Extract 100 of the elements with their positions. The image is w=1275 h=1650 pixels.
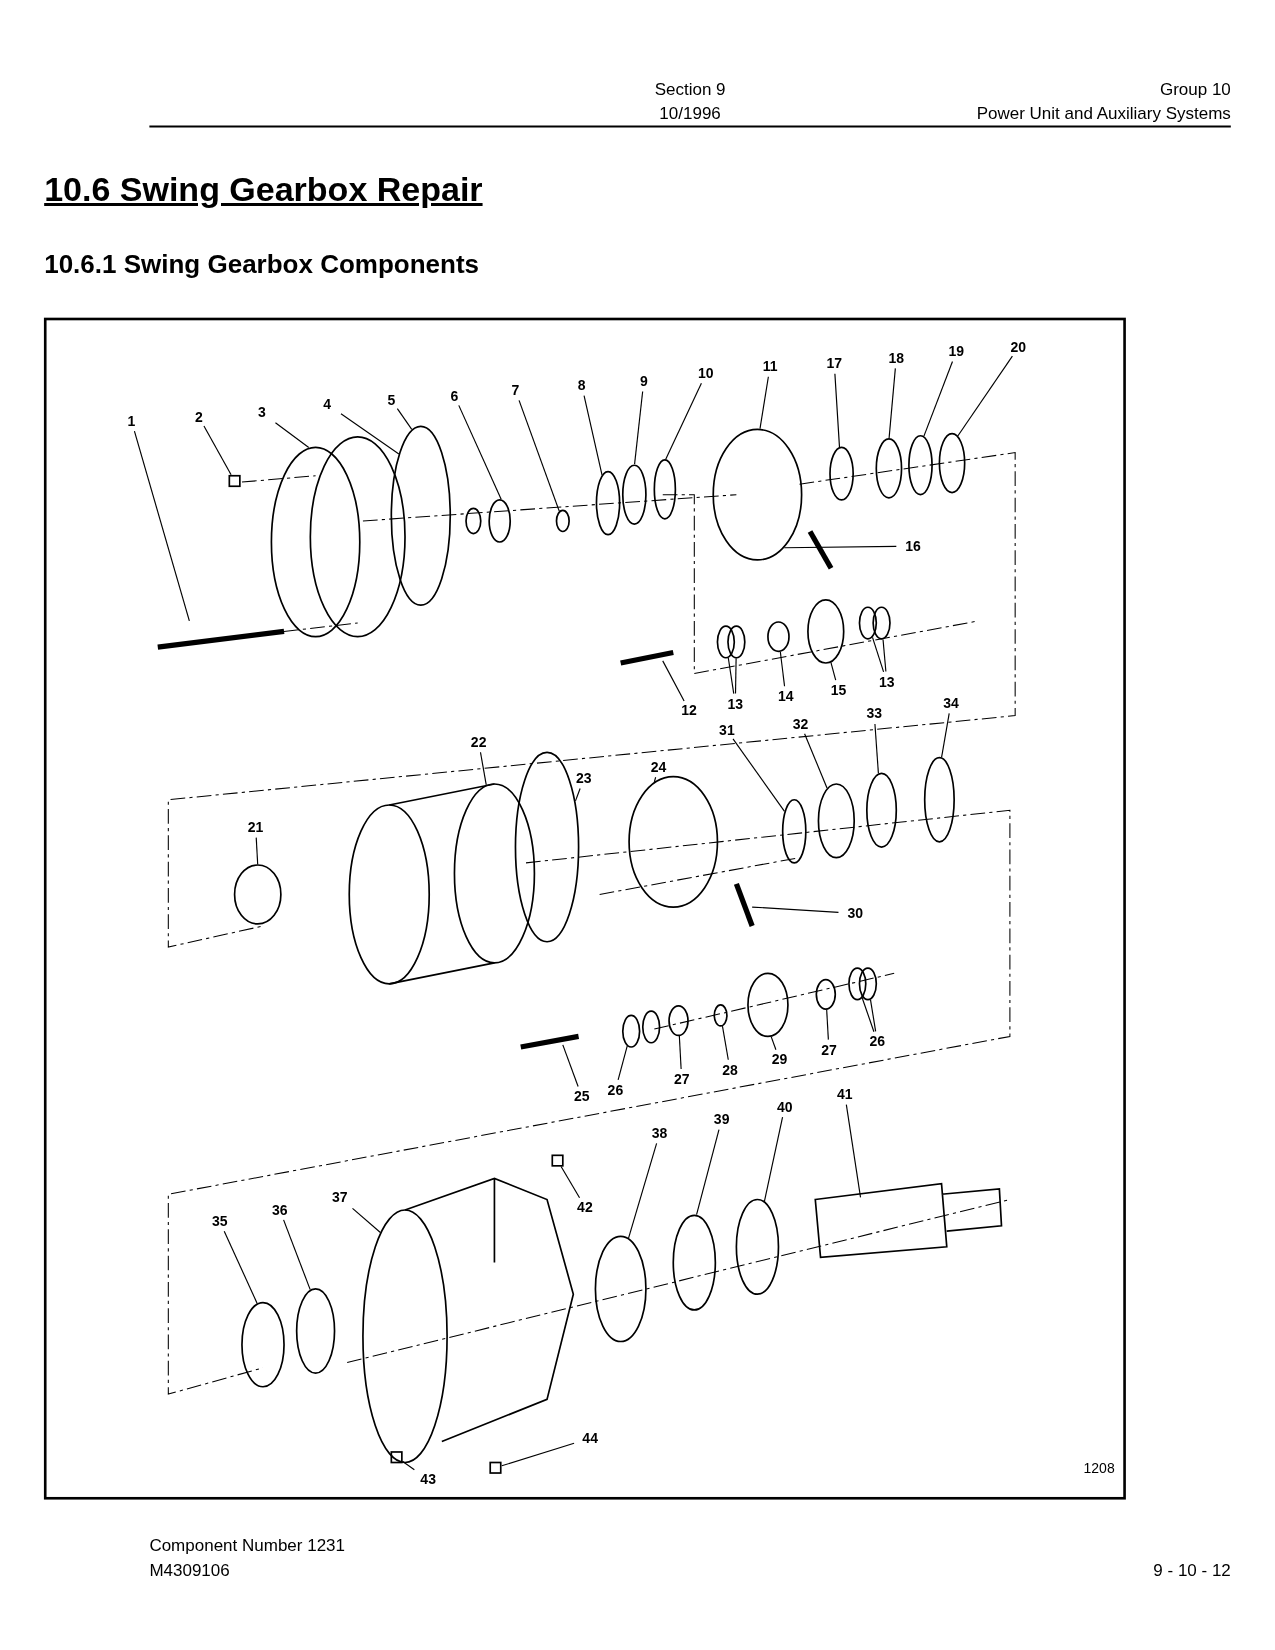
- leader-line: [759, 376, 769, 430]
- plug: [551, 1154, 564, 1167]
- callout-number: 32: [792, 715, 809, 732]
- leader-line: [574, 787, 581, 802]
- washer: [716, 625, 736, 659]
- callout-number: 22: [470, 733, 487, 750]
- page-title: 10.6 Swing Gearbox Repair: [44, 170, 483, 210]
- leader-line: [734, 657, 737, 695]
- leader-line: [871, 636, 885, 673]
- callout-number: 20: [1010, 339, 1027, 356]
- leader-line: [255, 837, 259, 865]
- section-heading: 10.6.1 Swing Gearbox Components: [44, 249, 480, 281]
- leader-line: [874, 723, 879, 774]
- plug: [390, 1451, 403, 1464]
- leader-line: [402, 1460, 415, 1471]
- leader-line: [501, 1442, 575, 1467]
- washer: [727, 625, 746, 659]
- leader-line: [627, 1142, 658, 1239]
- leader-line: [770, 1036, 777, 1051]
- leader-line: [804, 733, 828, 789]
- callout-number: 36: [272, 1201, 288, 1218]
- callout-number: 13: [727, 695, 744, 712]
- leader-line: [562, 1044, 579, 1088]
- callout-number: 14: [778, 688, 794, 705]
- leader-line: [783, 545, 897, 549]
- callout-number: 27: [673, 1071, 690, 1088]
- washer: [848, 967, 867, 1001]
- callout-number: 40: [777, 1098, 793, 1115]
- callout-number: 39: [713, 1111, 730, 1128]
- leader-line: [923, 360, 954, 437]
- callout-number: 3: [258, 404, 266, 421]
- callout-number: 34: [943, 694, 959, 711]
- callout-number: 43: [420, 1471, 436, 1488]
- callout-number: 12: [681, 702, 697, 719]
- callout-number: 28: [722, 1061, 738, 1078]
- page-number: 9 - 10 - 12: [1153, 1561, 1231, 1582]
- callout-number: 24: [650, 758, 667, 775]
- callout-number: 2: [194, 408, 203, 425]
- callout-number: 27: [821, 1041, 837, 1058]
- manual-number: M4309106: [149, 1561, 230, 1582]
- plug: [489, 1461, 502, 1474]
- leader-line: [888, 367, 896, 439]
- leader-line: [678, 1035, 682, 1070]
- callout-number: 11: [762, 358, 778, 375]
- roller-bearing: [668, 1005, 689, 1037]
- leader-line: [665, 382, 702, 460]
- leader-line: [634, 390, 644, 465]
- leader-line: [861, 997, 875, 1033]
- leader-line: [727, 657, 735, 695]
- callout-number: 21: [247, 818, 264, 835]
- callout-number: 31: [719, 722, 735, 739]
- callout-number: 7: [511, 382, 520, 399]
- figure-number: 1208: [1083, 1460, 1115, 1477]
- leader-line: [763, 1116, 784, 1202]
- group-name: Power Unit and Auxiliary Systems: [976, 104, 1231, 125]
- leader-line: [941, 712, 950, 758]
- leader-line: [283, 1219, 311, 1291]
- washer: [858, 606, 878, 640]
- callout-number: 44: [582, 1430, 598, 1447]
- leader-line: [396, 408, 413, 430]
- section-number: Section 9: [654, 79, 726, 100]
- callout-number: 42: [577, 1198, 593, 1215]
- callout-number: 1: [127, 412, 136, 429]
- leader-line: [340, 413, 400, 455]
- washer: [621, 1014, 641, 1048]
- callout-number: 9: [639, 372, 648, 389]
- component-number: Component Number 1231: [149, 1535, 345, 1556]
- callout-number: 26: [607, 1081, 624, 1098]
- washer: [713, 1004, 728, 1027]
- revision-date: 10/1996: [659, 104, 721, 125]
- leader-line: [834, 373, 841, 448]
- leader-line: [732, 738, 786, 812]
- leader-line: [274, 422, 310, 449]
- leader-line: [458, 404, 502, 500]
- callout-number: 8: [577, 377, 586, 393]
- leader-line: [617, 1045, 628, 1081]
- callout-number: 26: [869, 1033, 886, 1050]
- leader-line: [751, 906, 840, 913]
- leader-line: [830, 661, 837, 681]
- callout-number: 4: [323, 395, 332, 412]
- roller-bearing: [767, 621, 790, 653]
- callout-number: 16: [905, 537, 921, 554]
- callout-number: 5: [387, 391, 396, 408]
- callout-number: 29: [771, 1051, 788, 1068]
- leader-line: [653, 776, 657, 783]
- leader-line: [662, 660, 685, 702]
- callout-number: 18: [888, 349, 905, 366]
- leader-line: [957, 355, 1013, 437]
- group-number: Group 10: [1159, 79, 1231, 100]
- callout-number: 41: [836, 1086, 853, 1103]
- callout-number: 23: [576, 770, 592, 787]
- leader-line: [351, 1207, 381, 1234]
- callout-number: 10: [698, 365, 714, 382]
- callout-number: 19: [948, 343, 965, 360]
- callout-number: 33: [866, 705, 882, 722]
- ring: [555, 509, 570, 533]
- leader-line: [583, 394, 603, 476]
- leader-line: [869, 999, 877, 1032]
- washer: [872, 606, 891, 640]
- callout-number: 25: [573, 1088, 590, 1105]
